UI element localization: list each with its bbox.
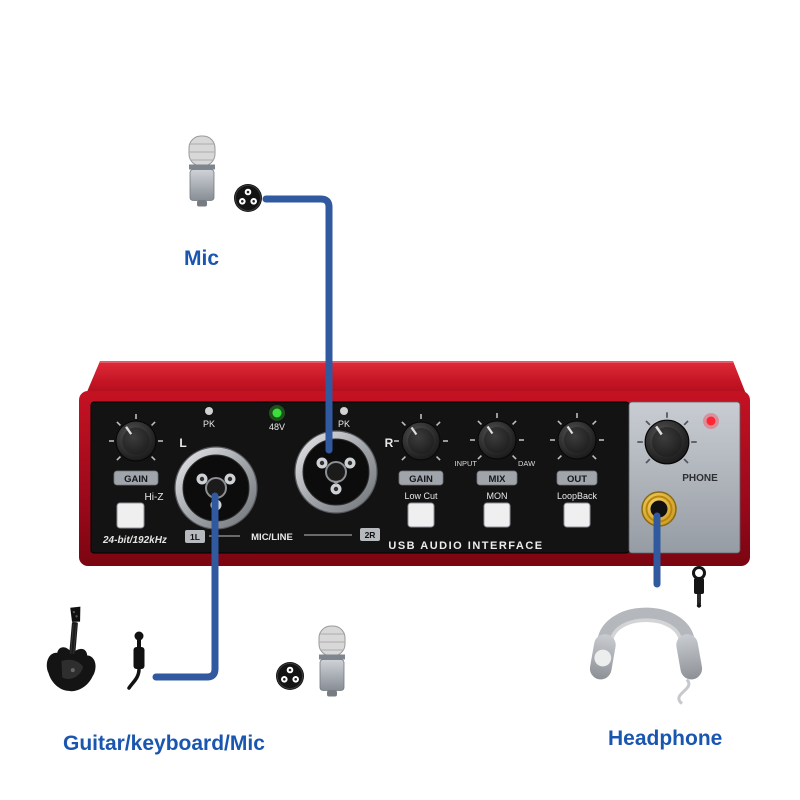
low-cut-label: Low Cut xyxy=(404,491,438,501)
combo-input-r xyxy=(294,430,378,514)
pk-led-right xyxy=(340,407,348,415)
audio-interface-device: GAIN Hi-Z 24-bit/192kHz PK 48V PK L R 1L… xyxy=(79,361,750,566)
badge-2r: 2R xyxy=(365,530,376,540)
mon-label: MON xyxy=(487,491,508,501)
xlr-connector-icon-bottom xyxy=(275,661,305,691)
loopback-button xyxy=(563,502,591,528)
channel-r-label: R xyxy=(385,436,394,450)
indicator-leds: PK 48V PK L R xyxy=(179,405,394,450)
mic-label: Mic xyxy=(184,247,220,270)
out-label-pill xyxy=(556,470,598,486)
out-label: OUT xyxy=(567,474,587,485)
gain1-label-pill xyxy=(113,470,159,486)
out-cluster: OUT LoopBack xyxy=(549,412,605,528)
hi-z-button xyxy=(116,502,145,529)
guitar-icon xyxy=(44,603,102,694)
gain2-label: GAIN xyxy=(409,474,433,485)
power-led xyxy=(706,416,716,426)
phone-knob xyxy=(643,418,691,466)
xlr-connector-icon-top xyxy=(233,183,263,213)
mic-icon xyxy=(188,135,216,207)
pk-left-label: PK xyxy=(203,419,215,429)
channel-l-label: L xyxy=(179,436,186,450)
input1-gain-cluster: GAIN Hi-Z 24-bit/192kHz xyxy=(102,413,167,546)
badge-1l-box xyxy=(185,530,205,543)
out-knob xyxy=(556,419,598,461)
headphone-label: Headphone xyxy=(608,727,723,750)
product-name-label: USB AUDIO INTERFACE xyxy=(388,540,543,552)
gain1-label: GAIN xyxy=(124,474,148,485)
input-strip-labels: 1L MIC/LINE 2R xyxy=(185,528,380,543)
device-top-face xyxy=(84,361,748,399)
mix-label-pill xyxy=(476,470,518,486)
daw-label: DAW xyxy=(518,459,536,468)
mix-cluster: INPUT DAW MIX MON xyxy=(455,412,536,528)
loopback-label: LoopBack xyxy=(557,491,598,501)
headphones-icon xyxy=(588,614,704,704)
mix-knob xyxy=(476,419,518,461)
input2-gain-cluster: GAIN Low Cut xyxy=(393,413,449,528)
phone-label: PHONE xyxy=(682,473,718,484)
mon-button xyxy=(483,502,511,528)
phones-section: PHONE xyxy=(636,411,719,527)
input-label: INPUT xyxy=(455,459,478,468)
headphone-plug-icon xyxy=(692,566,706,610)
bitrate-label: 24-bit/192kHz xyxy=(102,535,167,546)
pk-led-left xyxy=(205,407,213,415)
mic-icon-bottom xyxy=(318,625,346,697)
mic-line-label: MIC/LINE xyxy=(251,532,293,543)
hi-z-label: Hi-Z xyxy=(145,492,164,503)
pk-right-label: PK xyxy=(338,419,350,429)
phantom-led xyxy=(272,408,282,418)
badge-2r-box xyxy=(360,528,380,541)
gain1-knob xyxy=(114,419,158,463)
badge-1l: 1L xyxy=(190,532,200,542)
connection-line-mic xyxy=(262,195,333,454)
low-cut-button xyxy=(407,502,435,528)
mix-label: MIX xyxy=(489,474,507,485)
instrument-label: Guitar/keyboard/Mic xyxy=(63,732,265,755)
gain2-label-pill xyxy=(398,470,444,486)
phantom-label: 48V xyxy=(269,422,285,432)
gain2-knob xyxy=(400,420,442,462)
instrument-cable-icon xyxy=(127,629,147,690)
connection-line-instrument xyxy=(152,492,219,681)
